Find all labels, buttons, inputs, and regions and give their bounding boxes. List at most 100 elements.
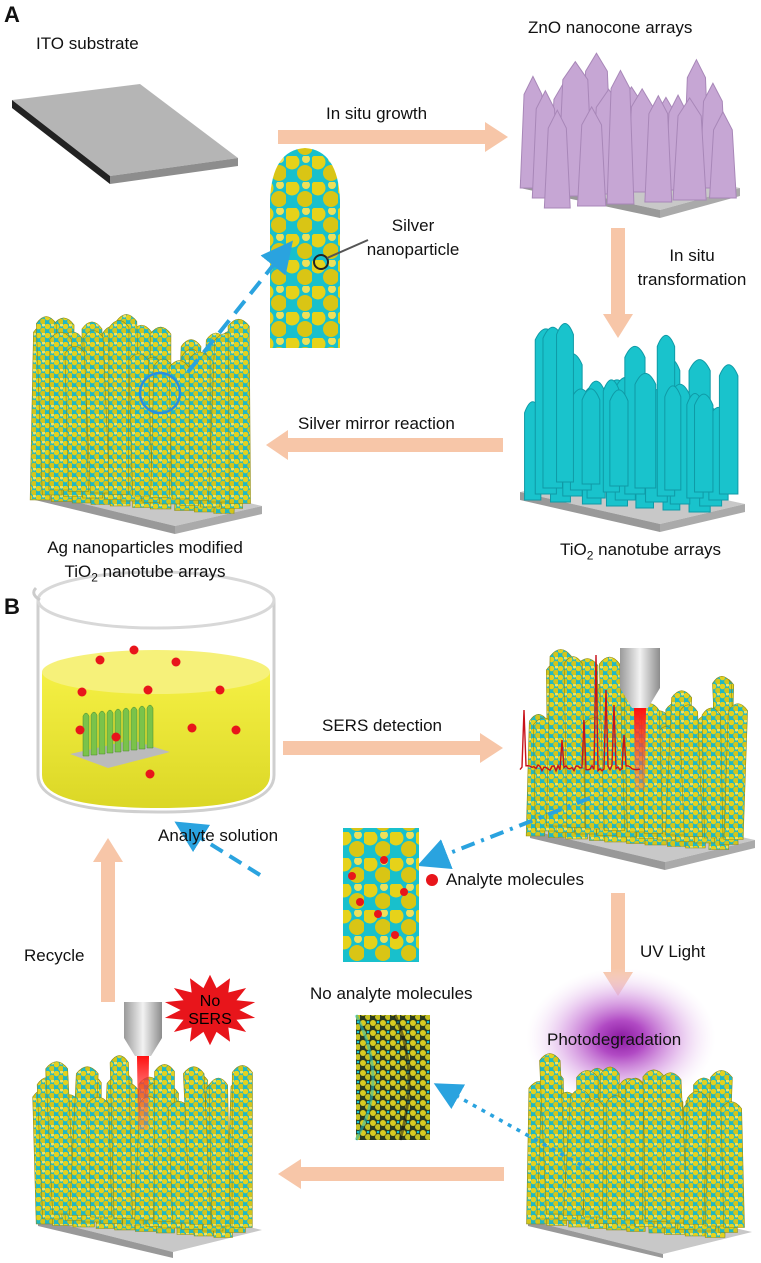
- label-agmod-2-rest: nanotube arrays: [97, 562, 226, 581]
- beaker-tube: [90, 711, 98, 756]
- analyte-dot: [129, 645, 139, 655]
- tio2-nanotube-arrays: [520, 323, 745, 532]
- tio2-tube: [694, 393, 714, 493]
- beaker-tube: [82, 712, 90, 757]
- label-silver-2: nanoparticle: [366, 240, 460, 259]
- ag-tube: [87, 1096, 113, 1218]
- label-photodegradation: Photodegradation: [547, 1030, 682, 1049]
- label-ito: ITO substrate: [36, 34, 139, 53]
- ag-tube: [563, 656, 586, 828]
- label-sers: SERS detection: [322, 716, 443, 735]
- analyte-dot: [374, 910, 382, 918]
- recycled-array: [32, 974, 262, 1258]
- label-tio2: TiO2 nanotube arrays: [560, 540, 721, 565]
- label-recycle: Recycle: [24, 946, 85, 965]
- ag-tube: [109, 1055, 133, 1219]
- ag-tube: [128, 353, 153, 497]
- arrow-bottom-return: [278, 1159, 504, 1189]
- zno-cone: [672, 96, 707, 201]
- analyte-dot: [231, 725, 241, 735]
- magnified-analyte: [343, 828, 419, 962]
- magnified-tube: [270, 148, 369, 348]
- analyte-dot: [75, 725, 85, 735]
- ag-tube: [188, 351, 211, 501]
- tio2-tube: [634, 372, 657, 489]
- analyte-dot: [111, 732, 121, 742]
- label-agmod-2-base: TiO: [64, 562, 92, 581]
- ag-tube: [605, 1095, 626, 1219]
- arrow-silver-mirror: [266, 430, 503, 460]
- ag-tube: [563, 1089, 590, 1216]
- label-transform-1: In situ: [669, 246, 715, 265]
- ag-tube: [183, 1066, 212, 1225]
- analyte-dot: [400, 888, 408, 896]
- ag-tube: [45, 1061, 75, 1215]
- zno-cone: [606, 69, 635, 205]
- zno-cone: [709, 110, 737, 199]
- label-mirror: Silver mirror reaction: [298, 414, 455, 433]
- label-analyte-molecules: Analyte molecules: [446, 870, 584, 889]
- beaker: [32, 570, 276, 814]
- ag-tube: [720, 1101, 745, 1228]
- label-silver-1: Silver: [391, 216, 435, 235]
- zno-cone: [577, 105, 607, 207]
- ag-tube: [701, 707, 724, 839]
- pointer-a: [186, 240, 293, 374]
- analyte-dot: [187, 723, 197, 733]
- ag-tube: [723, 703, 748, 840]
- photodegraded-array: [526, 1053, 752, 1258]
- tio2-tube: [664, 385, 682, 491]
- panel-b-letter: B: [4, 594, 20, 619]
- no-sers-star-icon: [164, 974, 256, 1046]
- tio2-tube: [609, 389, 629, 487]
- laser-tip-2: [124, 1002, 162, 1130]
- tio2-tube: [581, 388, 601, 485]
- ag-tube: [683, 1090, 708, 1225]
- tio2-tube: [718, 364, 739, 495]
- label-transform-2: transformation: [637, 270, 747, 289]
- ag-tube: [539, 1053, 568, 1215]
- zno-nanocone-arrays: [519, 52, 740, 218]
- label-tio2-base: TiO: [560, 540, 587, 559]
- arrow-in-situ-growth: [278, 122, 508, 152]
- analyte-dot: [145, 769, 155, 779]
- label-analyte-solution: Analyte solution: [158, 826, 279, 845]
- beaker-tube: [122, 707, 130, 752]
- beaker-tube: [146, 704, 154, 749]
- analyte-marker-icon: [426, 874, 438, 886]
- label-agmod-1: Ag nanoparticles modified: [47, 538, 243, 557]
- beaker-tube: [106, 709, 114, 754]
- pointer-c: [433, 1083, 591, 1172]
- ag-tube: [108, 320, 130, 495]
- ito-substrate: [12, 84, 238, 184]
- label-growth: In situ growth: [326, 104, 428, 123]
- analyte-dot: [348, 872, 356, 880]
- beaker-tube: [138, 705, 146, 750]
- ag-tube: [624, 1077, 644, 1221]
- label-uv: UV Light: [640, 942, 706, 961]
- beaker-tube: [130, 706, 138, 751]
- zno-cone: [543, 109, 571, 209]
- tio2-tube: [556, 323, 574, 483]
- star-label-sers: SERS: [188, 1011, 232, 1028]
- ag-modified-arrays-a: [29, 314, 262, 534]
- ag-tube: [83, 330, 110, 494]
- label-no-analyte: No analyte molecules: [310, 984, 473, 1003]
- panel-a-letter: A: [4, 2, 20, 27]
- arrow-recycle: [93, 838, 123, 1002]
- ag-tube: [659, 1072, 689, 1224]
- star-label-no: No: [199, 993, 221, 1010]
- beaker-tube: [114, 708, 122, 753]
- ag-tube: [231, 1065, 253, 1228]
- label-tio2-sub: 2: [586, 548, 594, 563]
- analyte-dot: [95, 655, 105, 665]
- ag-tube: [168, 360, 193, 500]
- pointer-analyte-solution: [174, 821, 262, 877]
- pointer-b: [417, 796, 591, 870]
- ag-tube: [153, 1064, 175, 1222]
- ag-tube: [678, 704, 703, 837]
- analyte-dot: [77, 687, 87, 697]
- ag-tube: [227, 318, 251, 504]
